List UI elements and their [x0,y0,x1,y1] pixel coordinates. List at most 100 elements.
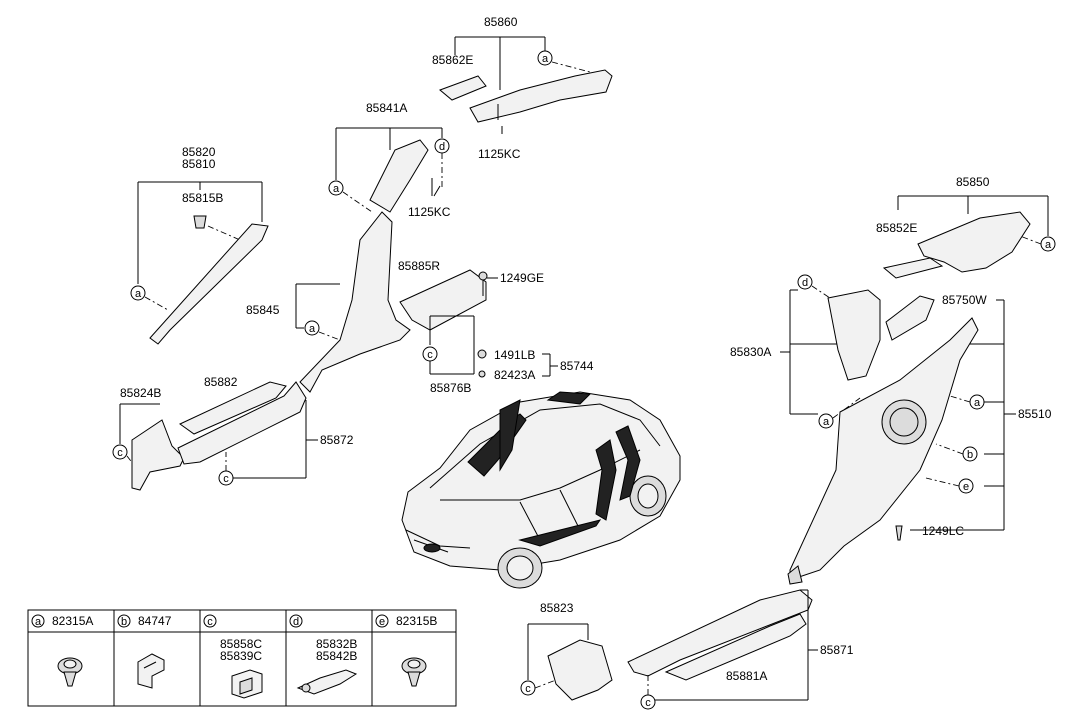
clip-82315B-icon [401,657,427,687]
label-1125KC-mid: 1125KC [408,205,451,219]
callout-e: e [963,481,969,493]
part-85860-group: 85860 85862E a 1125KC [432,15,613,161]
callout-c-5: c [645,697,651,709]
callout-a-circle-2 [328,180,344,196]
vehicle-illustration [401,391,681,589]
callout-c-circle-2 [112,444,128,460]
callout-d-circle-2 [797,274,813,290]
part-85871-group: 85823 c 85871 85881A c [520,589,854,710]
part-1491LB-shape [477,349,487,359]
label-85876B: 85876B [430,381,471,395]
label-85750W: 85750W [942,293,987,307]
callout-c-2: c [117,447,123,459]
label-85820: 85820 [182,145,216,159]
label-1491LB: 1491LB [494,348,535,362]
part-85852E-shape [882,257,944,279]
part-1249GE-shape [478,271,488,281]
label-85744: 85744 [560,359,594,373]
part-85872-shape [177,381,307,465]
label-85830A: 85830A [730,345,771,359]
callout-a-circle-4 [304,320,320,336]
part-85823-shape [547,639,613,701]
callout-a-6: a [823,416,830,428]
label-85885R: 85885R [398,259,440,273]
fastener-legend-table: a 82315A b 84747 c 85858C 85839C d 85832… [27,609,457,707]
label-1249LC: 1249LC [922,524,964,538]
part-85830A-shape [827,289,881,381]
part-85824B-shape [131,419,185,491]
callout-c-4: c [525,683,531,695]
callout-a-4: a [309,323,316,335]
label-1249GE: 1249GE [500,271,544,285]
part-82423A-shape [478,370,486,378]
label-85841A: 85841A [366,101,407,115]
clip-85832B-icon [296,669,358,695]
clip-85858C-icon [231,669,263,699]
part-85882-shape [179,381,287,435]
label-85810: 85810 [182,157,216,171]
label-85852E: 85852E [876,221,917,235]
legend-letter-b: b [121,616,127,628]
part-85824B-group: 85824B c 85882 85872 c [112,375,354,491]
label-85882: 85882 [204,375,238,389]
legend-letter-e: e [379,616,385,628]
part-85850-group: 85850 a 85852E [876,175,1056,279]
label-85871: 85871 [820,643,854,657]
label-85823: 85823 [540,601,574,615]
part-85845-group: 85845 a [246,211,411,393]
callout-d-2: d [802,277,808,289]
part-85841A-shape [369,139,429,213]
callout-a-circle [537,50,553,66]
part-85881A-shape [664,613,807,681]
label-85862E: 85862E [432,53,473,67]
legend-letter-c: c [207,616,213,628]
legend-letter-d: d [293,616,299,628]
callout-a-5: a [1045,239,1052,251]
label-1125KC-top: 1125KC [478,147,521,161]
legend-part-85842B: 85842B [316,649,357,663]
callout-b: b [967,449,973,461]
label-85815B: 85815B [182,191,223,205]
part-85841A-group: 85841A a d 1125KC [328,101,451,219]
label-85872: 85872 [320,433,354,447]
legend-part-85839C: 85839C [220,649,262,663]
part-85845-shape [299,211,411,393]
clip-84747-icon [137,653,165,689]
part-85862E-shape [439,75,487,101]
callout-a-circle-6 [818,413,834,429]
callout-a: a [542,53,549,65]
part-85750W-shape [885,295,935,341]
label-82423A: 82423A [494,368,535,382]
part-85885R-group: 85885R 1249GE c 85876B 1491LB 82423A 857… [398,259,594,395]
speaker-grille [881,399,927,445]
legend-part-84747: 84747 [138,614,172,628]
part-85860-shape [469,69,613,123]
part-85850-shape [917,211,1031,273]
label-85824B: 85824B [120,386,161,400]
legend-part-85858C: 85858C [220,637,262,651]
callout-a-7: a [974,397,981,409]
part-85820-group: 85820 85810 85815B a [130,145,269,345]
label-85881A: 85881A [726,669,767,683]
legend-part-82315A: 82315A [52,614,93,628]
clip-82315A-icon [57,657,83,687]
callout-a-3: a [135,288,142,300]
legend-letter-a: a [35,616,42,628]
callout-a-circle-3 [130,285,146,301]
callout-a-2: a [333,183,340,195]
label-85850: 85850 [956,175,990,189]
label-85510: 85510 [1018,407,1052,421]
label-85860: 85860 [484,15,518,29]
part-85820-shape [149,223,269,345]
label-85845: 85845 [246,303,280,317]
callout-c: c [427,349,433,361]
part-85815B-shape [193,215,207,229]
legend-part-85832B: 85832B [316,637,357,651]
part-1249LC-shape [895,525,903,541]
legend-part-82315B: 82315B [396,614,437,628]
part-85885R-shape [399,269,487,331]
part-85510-group: 85830A d a 85750W 85510 a b e [730,274,1052,585]
callout-d: d [439,141,445,153]
callout-c-3: c [223,473,229,485]
